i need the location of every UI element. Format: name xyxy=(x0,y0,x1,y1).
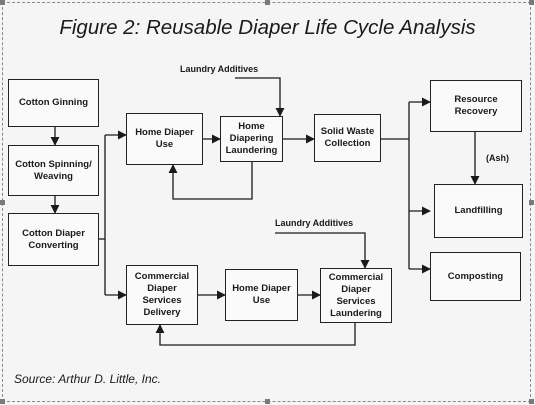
home-diapering-laundering-box: Home Diapering Laundering xyxy=(220,116,283,162)
laundry-additives-bottom-label: Laundry Additives xyxy=(275,218,354,228)
cotton-spinning-weaving-box: Cotton Spinning/ Weaving xyxy=(8,145,99,196)
arrow-laundering-loop-back xyxy=(168,162,253,200)
solid-waste-collection-box: Solid Waste Collection xyxy=(314,114,381,162)
cotton-ginning-box: Cotton Ginning xyxy=(8,79,99,127)
resize-handle-top-left[interactable] xyxy=(0,0,5,5)
laundry-additives-top-label: Laundry Additives xyxy=(180,64,259,74)
resize-handle-middle-right[interactable] xyxy=(529,200,534,205)
resize-handle-bottom-right[interactable] xyxy=(529,399,534,404)
figure-title: Figure 2: Reusable Diaper Life Cycle Ana… xyxy=(59,16,476,39)
arrow-commercial-loop-back xyxy=(155,323,356,346)
home-diaper-use-box: Home Diaper Use xyxy=(126,113,203,165)
resource-recovery-box: Resource Recovery xyxy=(430,80,522,132)
commercial-delivery-box: Commercial Diaper Services Delivery xyxy=(126,265,198,325)
arrow-laundry-additives-bottom xyxy=(275,232,370,269)
ash-label: (Ash) xyxy=(486,153,509,163)
resize-handle-bottom-middle[interactable] xyxy=(265,399,270,404)
composting-box: Composting xyxy=(430,252,521,301)
resize-handle-top-right[interactable] xyxy=(529,0,534,5)
resize-handle-middle-left[interactable] xyxy=(0,200,5,205)
arrow-laundry-additives-top xyxy=(235,77,285,117)
landfilling-box: Landfilling xyxy=(434,184,523,238)
home-diaper-use-bottom-box: Home Diaper Use xyxy=(225,269,298,321)
commercial-laundering-box: Commercial Diaper Services Laundering xyxy=(320,268,392,323)
resize-handle-bottom-left[interactable] xyxy=(0,399,5,404)
resize-handle-top-middle[interactable] xyxy=(265,0,270,5)
cotton-diaper-converting-box: Cotton Diaper Converting xyxy=(8,213,99,266)
source-caption: Source: Arthur D. Little, Inc. xyxy=(14,372,161,386)
